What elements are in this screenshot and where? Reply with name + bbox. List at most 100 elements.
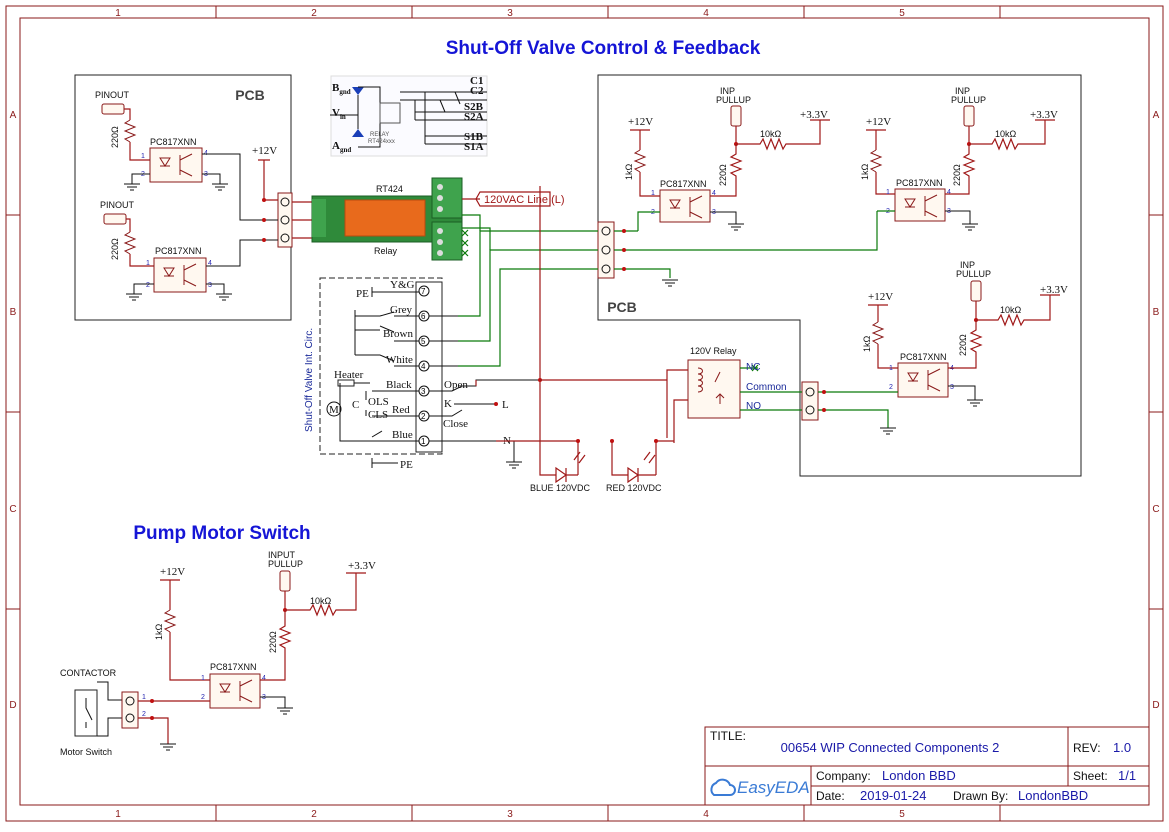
led-red: RED 120VDC (606, 451, 662, 493)
valve-internal-circuit: Shut-Off Valve Int. Circ. 7 6 5 4 3 2 1 … (304, 277, 443, 471)
cls-label: CLS (368, 409, 388, 421)
svg-text:2: 2 (421, 412, 426, 421)
screw-terminal-left (277, 192, 293, 248)
opto-label-2: PC817XNN (155, 246, 202, 256)
frame-row-a-left: A (10, 110, 17, 121)
optocoupler-1 (149, 147, 203, 183)
black-label: Black (386, 379, 412, 391)
frame-col-1-top: 1 (115, 8, 121, 19)
svg-text:1: 1 (651, 190, 655, 197)
svg-text:1: 1 (141, 153, 145, 160)
tb-sheet-label: Sheet: (1073, 769, 1108, 783)
frame-col-5-top: 5 (899, 8, 905, 19)
k-label: K (444, 398, 452, 410)
opto-label-c: PC817XNN (900, 352, 947, 362)
svg-text:6: 6 (421, 312, 426, 321)
svg-text:1: 1 (201, 675, 205, 682)
relay-120-label: 120V Relay (690, 346, 737, 356)
optocoupler-b (894, 188, 946, 222)
tb-date-label: Date: (816, 789, 845, 803)
inp-label-a: INP (720, 86, 735, 96)
ols-label: OLS (368, 396, 389, 408)
v12-label-c: +12V (868, 291, 893, 303)
blue-label: Blue (392, 429, 413, 441)
easyeda-cloud-icon (710, 778, 736, 796)
inset-model-2: RT424xxx (368, 139, 395, 145)
tb-date: 2019-01-24 (860, 788, 927, 803)
svg-text:5: 5 (421, 337, 426, 346)
r10k-label-a: 10kΩ (760, 129, 782, 139)
frame-col-4-top: 4 (703, 8, 709, 19)
contactor-label: CONTACTOR (60, 668, 117, 678)
line-flag-label: 120VAC Line (L) (484, 194, 565, 206)
v33-label-a: +3.3V (800, 109, 828, 121)
r1k-label-pump: 1kΩ (154, 623, 164, 640)
svg-text:3: 3 (950, 384, 954, 391)
svg-text:4: 4 (208, 260, 212, 267)
screw-terminal-right (597, 221, 615, 279)
right-pcb-label: PCB (607, 299, 637, 315)
svg-text:2: 2 (146, 282, 150, 289)
optocoupler-pump (209, 673, 261, 709)
inset-c1: C1 (470, 75, 483, 87)
svg-text:7: 7 (421, 287, 426, 296)
v33-label-b: +3.3V (1030, 109, 1058, 121)
easyeda-logo-text: EasyEDA (737, 778, 810, 797)
grey-label: Grey (390, 304, 412, 316)
frame-col-2-top: 2 (311, 8, 317, 19)
pe-label-bottom: PE (400, 459, 413, 471)
open-label: Open (444, 379, 468, 391)
resistor-220-1 (123, 119, 137, 143)
pinout-connector-1 (101, 103, 125, 115)
tb-rev-label: REV: (1073, 741, 1101, 755)
rt424-label: RT424 (376, 184, 403, 194)
pe-label-top: PE (356, 288, 369, 300)
svg-text:3: 3 (208, 282, 212, 289)
r1k-label-a: 1kΩ (624, 163, 634, 180)
tb-rev: 1.0 (1113, 740, 1131, 755)
r10k-label-b: 10kΩ (995, 129, 1017, 139)
opto-label-pump: PC817XNN (210, 662, 257, 672)
pullup-label-pump: PULLUP (268, 559, 303, 569)
r10k-label-pump: 10kΩ (310, 596, 332, 606)
svg-text:2: 2 (889, 384, 893, 391)
pump-motor-circuit: +12V 1kΩ PC817XNN 12 43 INPUT PULLUP 10k… (60, 550, 376, 757)
optocoupler-2 (153, 257, 207, 293)
drawing-frame (5, 5, 1164, 822)
heater-label: Heater (334, 369, 364, 381)
r220-label-1: 220Ω (110, 126, 120, 148)
frame-row-b-left: B (10, 307, 17, 318)
no-connect-markers (461, 229, 469, 257)
title-block: TITLE: 00654 WIP Connected Components 2 … (704, 726, 1150, 806)
rt424-relay-module: RT424 Relay (311, 177, 463, 261)
inset-vin: Vin (332, 107, 346, 121)
frame-col-3-bottom: 3 (507, 809, 513, 820)
frame-col-3-top: 3 (507, 8, 513, 19)
pullup-label-b: PULLUP (951, 95, 986, 105)
r1k-label-b: 1kΩ (860, 163, 870, 180)
v33-label-pump: +3.3V (348, 560, 376, 572)
line-flag: 120VAC Line (L) (462, 191, 565, 207)
tb-sheet: 1/1 (1118, 768, 1136, 783)
svg-text:4: 4 (421, 362, 426, 371)
v12-label-a: +12V (628, 116, 653, 128)
inp-label-c: INP (960, 260, 975, 270)
svg-text:4: 4 (262, 675, 266, 682)
tb-drawn-by: LondonBBD (1018, 788, 1088, 803)
left-pcb-label: PCB (235, 87, 265, 103)
yg-label: Y&G (390, 279, 415, 291)
v12-label-pump: +12V (160, 566, 185, 578)
svg-text:4: 4 (947, 189, 951, 196)
inp-label-b: INP (955, 86, 970, 96)
svg-text:4: 4 (712, 190, 716, 197)
tb-title-label: TITLE: (710, 729, 746, 743)
frame-row-c-left: C (9, 504, 16, 515)
tb-company-label: Company: (816, 769, 871, 783)
frame-column-labels: 1 2 3 4 5 1 2 3 4 5 (115, 8, 905, 820)
v12-label-left: +12V (252, 145, 277, 157)
brown-label: Brown (383, 328, 413, 340)
optocoupler-c (897, 362, 949, 398)
motor-switch-label: Motor Switch (60, 747, 112, 757)
close-label: Close (443, 418, 468, 430)
pullup-label-a: PULLUP (716, 95, 751, 105)
